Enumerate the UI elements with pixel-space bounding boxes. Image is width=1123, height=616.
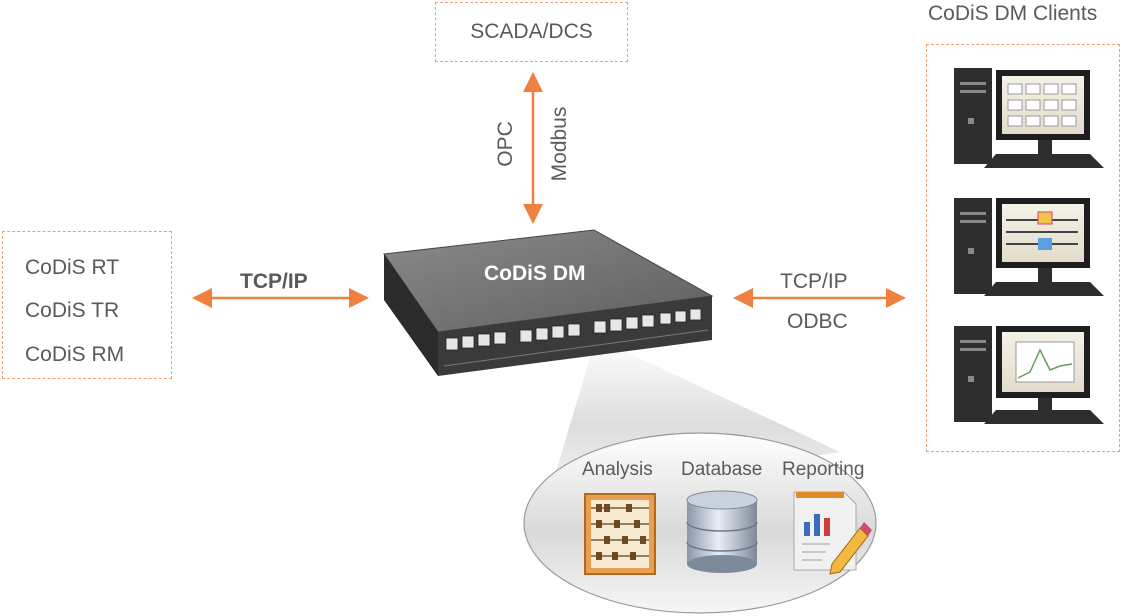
client-computer-1 <box>954 68 1104 168</box>
system-item-rm: CoDiS RM <box>25 343 125 366</box>
device-ports <box>445 308 702 351</box>
module-label-database: Database <box>681 459 763 480</box>
device-label: CoDiS DM <box>484 262 586 285</box>
modbus-label: Modbus <box>548 106 571 182</box>
system-item-rt: CoDiS RT <box>25 256 120 279</box>
client-computer-3 <box>954 326 1104 424</box>
right-link-label-odbc: ODBC <box>787 310 848 333</box>
scada-dcs-label: SCADA/DCS <box>470 20 593 43</box>
module-label-analysis: Analysis <box>582 459 653 480</box>
opc-label: OPC <box>494 121 517 167</box>
client-computer-2 <box>954 198 1104 296</box>
right-link-label-tcpip: TCP/IP <box>780 270 848 293</box>
reporting-icon <box>793 491 872 575</box>
left-link-label: TCP/IP <box>240 270 308 293</box>
clients-title: CoDiS DM Clients <box>928 2 1098 25</box>
scada-dcs-box: SCADA/DCS <box>435 2 628 62</box>
module-label-reporting: Reporting <box>782 459 865 480</box>
codis-dm-device <box>383 229 714 376</box>
codis-systems-box: CoDiS RT CoDiS TR CoDiS RM <box>2 231 172 379</box>
database-icon <box>686 490 758 573</box>
system-item-tr: CoDiS TR <box>25 299 120 322</box>
abacus-icon <box>584 493 656 575</box>
clients-box <box>926 44 1120 452</box>
